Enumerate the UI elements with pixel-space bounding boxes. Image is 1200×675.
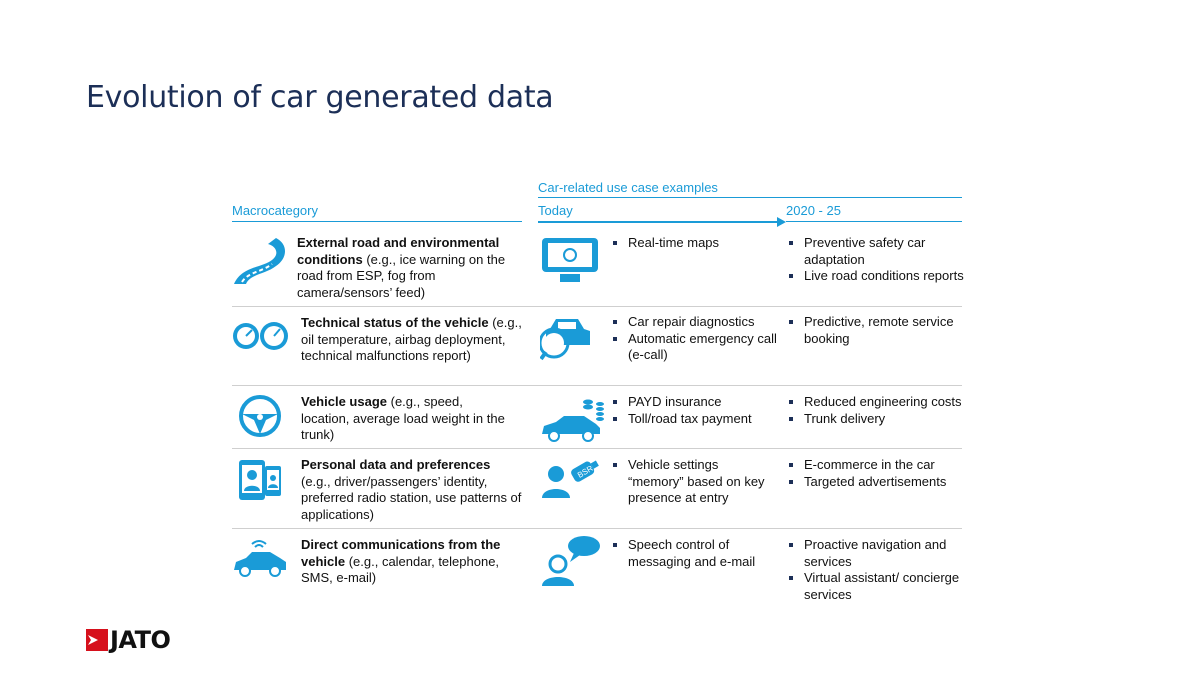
list-item: Live road conditions reports bbox=[787, 268, 965, 285]
car-inspection-icon bbox=[540, 319, 590, 361]
future-list: Proactive navigation and services Virtua… bbox=[787, 537, 965, 603]
future-list: E-commerce in the car Targeted advertise… bbox=[787, 457, 965, 490]
use-case-group-underline bbox=[538, 197, 962, 198]
list-item: Speech control of messaging and e-mail bbox=[611, 537, 776, 570]
future-underline bbox=[786, 221, 962, 222]
row-description: Direct communications from the vehicle (… bbox=[301, 537, 501, 585]
list-item: Virtual assistant/ concierge services bbox=[787, 570, 965, 603]
person-key-icon: BSR bbox=[542, 460, 599, 498]
row-description: Technical status of the vehicle (e.g., o… bbox=[301, 315, 522, 363]
row-divider bbox=[232, 528, 962, 529]
connected-car-icon bbox=[234, 540, 286, 577]
row-divider bbox=[232, 385, 962, 386]
logo-text: JATO bbox=[110, 626, 171, 654]
row-description: Vehicle usage (e.g., speed, location, av… bbox=[301, 394, 505, 442]
jato-logo: JATO bbox=[86, 626, 171, 654]
use-case-group-header: Car-related use case examples bbox=[538, 180, 718, 195]
phones-user-icon bbox=[239, 460, 281, 500]
list-item: Preventive safety car adaptation bbox=[787, 235, 965, 268]
list-item: Real-time maps bbox=[611, 235, 781, 252]
navigation-display-icon bbox=[542, 238, 598, 282]
row-divider bbox=[232, 448, 962, 449]
today-list: Speech control of messaging and e-mail bbox=[611, 537, 776, 570]
car-coins-icon bbox=[542, 399, 604, 442]
row-description: Personal data and preferences (e.g., dri… bbox=[301, 457, 522, 522]
future-list: Reduced engineering costs Trunk delivery bbox=[787, 394, 965, 427]
list-item: Car repair diagnostics bbox=[611, 314, 781, 331]
macrocategory-header: Macrocategory bbox=[232, 203, 318, 218]
list-item: Proactive navigation and services bbox=[787, 537, 965, 570]
road-icon bbox=[234, 238, 285, 284]
list-item: Trunk delivery bbox=[787, 411, 965, 428]
steering-wheel-icon bbox=[239, 395, 281, 437]
list-item: Toll/road tax payment bbox=[611, 411, 781, 428]
today-header: Today bbox=[538, 203, 573, 218]
macrocategory-underline bbox=[232, 221, 522, 222]
page-title: Evolution of car generated data bbox=[86, 80, 554, 115]
list-item: Predictive, remote service booking bbox=[787, 314, 965, 347]
gauges-icon bbox=[233, 322, 288, 350]
future-header: 2020 - 25 bbox=[786, 203, 841, 218]
future-list: Predictive, remote service booking bbox=[787, 314, 965, 347]
list-item: Targeted advertisements bbox=[787, 474, 965, 491]
today-list: Real-time maps bbox=[611, 235, 781, 252]
today-list: PAYD insurance Toll/road tax payment bbox=[611, 394, 781, 427]
timeline-arrow bbox=[538, 217, 786, 227]
row-description: External road and environmental conditio… bbox=[297, 235, 506, 300]
today-list: Car repair diagnostics Automatic emergen… bbox=[611, 314, 781, 364]
list-item: Reduced engineering costs bbox=[787, 394, 965, 411]
row-divider bbox=[232, 306, 962, 307]
future-list: Preventive safety car adaptation Live ro… bbox=[787, 235, 965, 285]
list-item: Vehicle settings “memory” based on key p… bbox=[611, 457, 776, 507]
list-item: PAYD insurance bbox=[611, 394, 781, 411]
today-list: Vehicle settings “memory” based on key p… bbox=[611, 457, 776, 507]
list-item: E-commerce in the car bbox=[787, 457, 965, 474]
jato-logo-mark bbox=[86, 629, 108, 651]
list-item: Automatic emergency call (e-call) bbox=[611, 331, 781, 364]
person-speech-icon bbox=[542, 536, 600, 586]
